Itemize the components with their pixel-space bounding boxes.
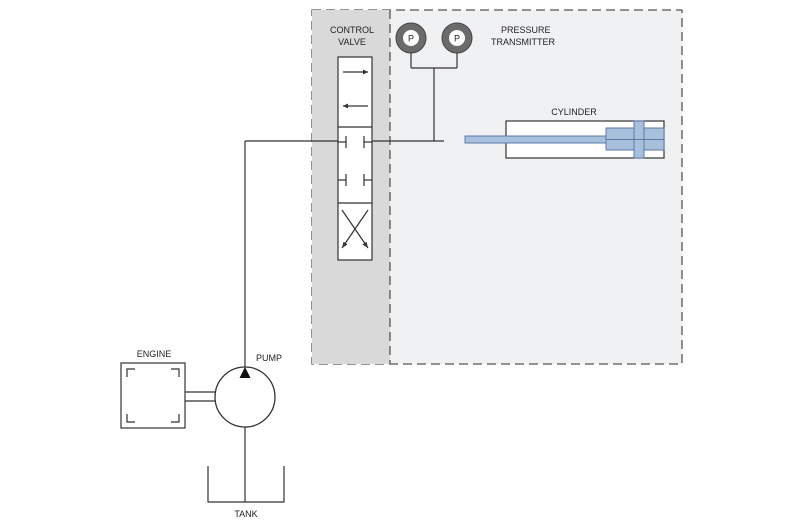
pressure-transmitter-label-2: TRANSMITTER [491, 37, 555, 47]
control-valve [337, 56, 373, 261]
pressure-transmitter-label-1: PRESSURE [501, 25, 551, 35]
pressure-gauge-1: P [395, 22, 427, 54]
engine [120, 362, 216, 429]
cylinder-label: CYLINDER [551, 107, 597, 117]
pump-direction-arrow [239, 367, 251, 378]
tank [207, 466, 285, 503]
engine-label: ENGINE [137, 349, 172, 359]
cylinder [464, 120, 665, 159]
gauge-lines [410, 53, 458, 141]
control-valve-label-1: CONTROL [330, 25, 374, 35]
gauge-1-label: P [408, 34, 414, 44]
pump [214, 366, 276, 428]
pressure-gauge-2: P [441, 22, 473, 54]
control-valve-label-2: VALVE [338, 37, 366, 47]
tank-label: TANK [234, 509, 257, 519]
hydraulic-lines [244, 140, 444, 502]
pump-label: PUMP [256, 353, 282, 363]
gauge-2-label: P [454, 34, 460, 44]
